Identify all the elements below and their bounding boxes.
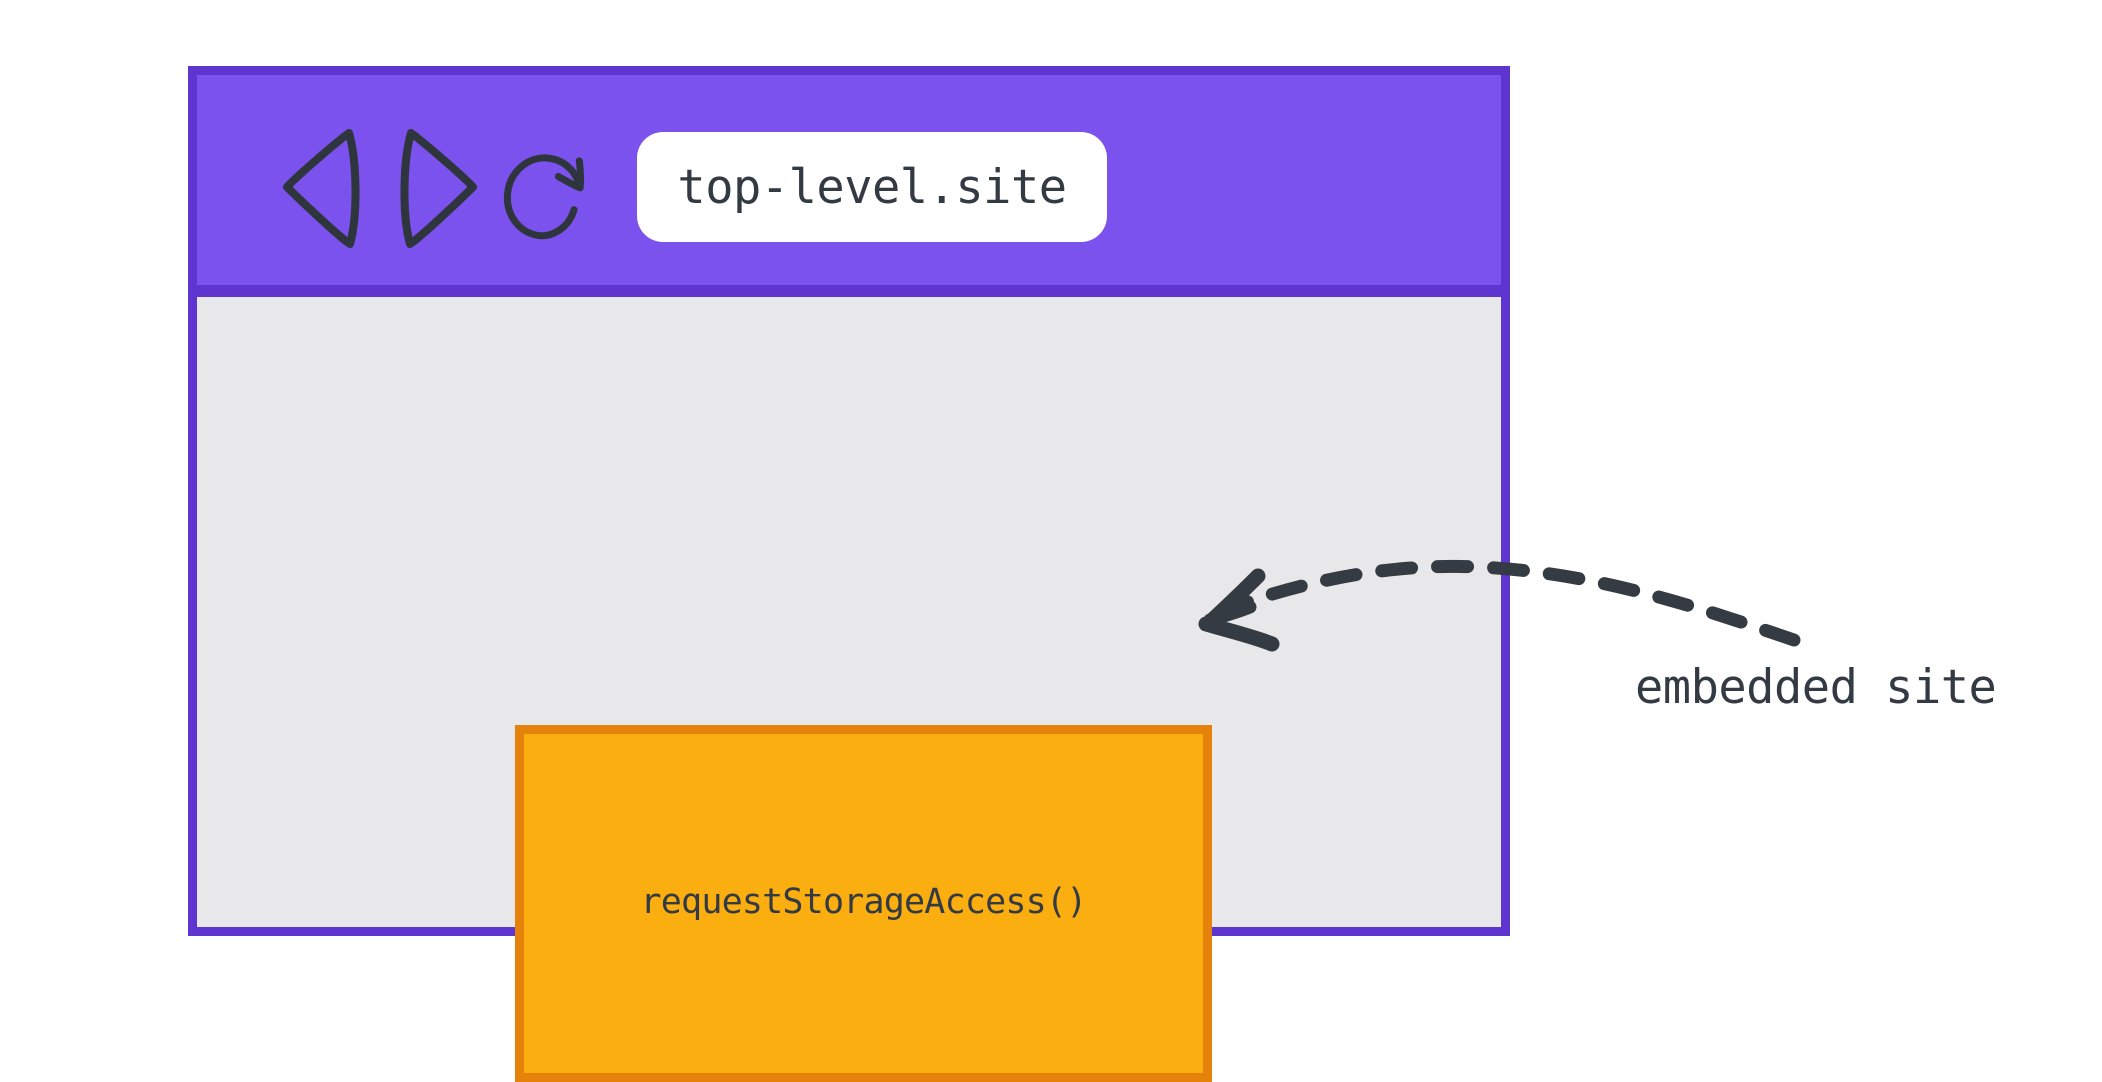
- forward-button[interactable]: [387, 117, 483, 257]
- diagram-canvas: top-level.site requestStorageAccess() em…: [188, 66, 1997, 1082]
- browser-chrome-toolbar: top-level.site: [188, 66, 1510, 294]
- browser-viewport: requestStorageAccess(): [188, 288, 1510, 1082]
- back-triangle-icon: [283, 129, 360, 248]
- url-bar[interactable]: top-level.site: [637, 132, 1107, 242]
- embedded-site-label: embedded site: [1635, 660, 1997, 715]
- forward-triangle-icon: [400, 129, 477, 248]
- request-storage-access-label: requestStorageAccess(): [640, 881, 1088, 922]
- back-button[interactable]: [277, 117, 373, 257]
- reload-circular-arrow-icon: [503, 154, 585, 240]
- url-text: top-level.site: [677, 159, 1067, 215]
- browser-window: top-level.site requestStorageAccess(): [188, 66, 1510, 1082]
- embedded-iframe[interactable]: requestStorageAccess(): [515, 725, 1212, 1082]
- reload-button[interactable]: [499, 117, 595, 257]
- navigation-icon-group: [277, 117, 607, 257]
